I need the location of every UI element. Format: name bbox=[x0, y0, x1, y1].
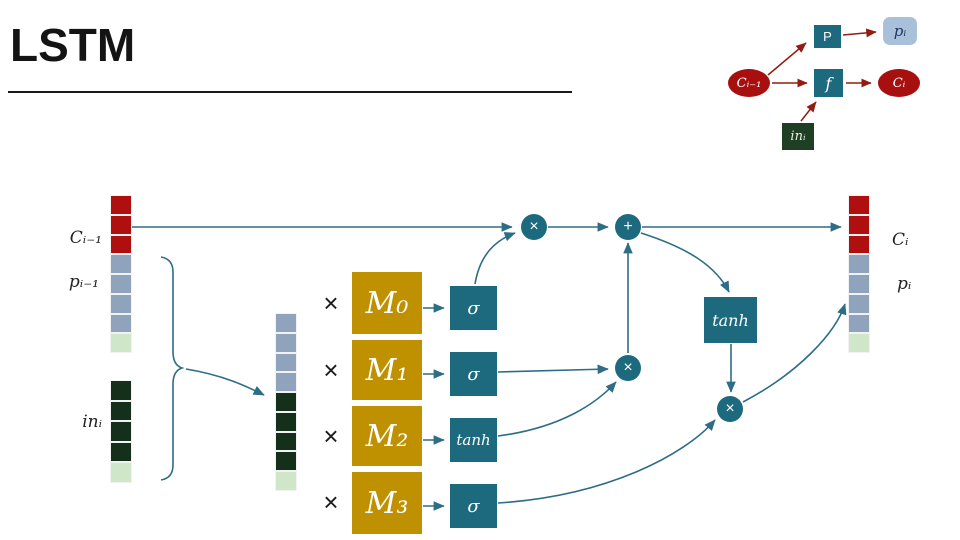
arrow-brace-to-concat bbox=[185, 368, 265, 396]
mini-cprev-label: Cᵢ₋₁ bbox=[736, 75, 762, 91]
memory-cell bbox=[848, 195, 870, 215]
memory-cell bbox=[848, 313, 870, 334]
weight-m2-box: M₂ bbox=[352, 406, 422, 466]
activation-tanh2-box: tanh bbox=[450, 418, 497, 462]
stack-right-state bbox=[848, 195, 870, 353]
arrow-sigma0-to-mul1 bbox=[474, 232, 516, 285]
mini-cnext-label: Cᵢ bbox=[892, 75, 906, 91]
mini-cprev-node: Cᵢ₋₁ bbox=[728, 69, 770, 97]
op-multiply-circle-output: × bbox=[717, 396, 743, 422]
activation-sigma0-box: σ bbox=[450, 286, 497, 330]
mini-arrow-cprev-to-p bbox=[767, 42, 807, 76]
page-title: LSTM bbox=[10, 19, 136, 71]
memory-cell bbox=[275, 332, 297, 353]
weight-m1-box: M₁ bbox=[352, 340, 422, 400]
op-multiply-label-input: × bbox=[623, 359, 633, 376]
brace-concat bbox=[160, 256, 185, 481]
label-p-prev: pᵢ₋₁ bbox=[68, 272, 99, 292]
memory-cell bbox=[110, 214, 132, 235]
memory-cell bbox=[275, 372, 297, 393]
mini-p-box: P bbox=[814, 25, 841, 48]
memory-cell bbox=[275, 431, 297, 452]
label-c-prev: Cᵢ₋₁ bbox=[69, 228, 102, 248]
op-add-label: + bbox=[623, 218, 633, 235]
weight-m0-label: M₀ bbox=[365, 285, 409, 321]
memory-cell bbox=[848, 214, 870, 235]
memory-cell bbox=[110, 333, 132, 353]
weight-m3-label: M₃ bbox=[365, 485, 409, 521]
weight-m1-label: M₁ bbox=[365, 352, 409, 388]
memory-cell bbox=[275, 451, 297, 472]
tanh-output-box: tanh bbox=[704, 297, 757, 343]
arrow-sigma1-to-mul2 bbox=[497, 364, 609, 375]
op-multiply-label-forget: × bbox=[529, 218, 539, 235]
activation-sigma0-label: σ bbox=[467, 297, 480, 319]
memory-cell bbox=[110, 441, 132, 463]
label-in: inᵢ bbox=[82, 412, 102, 432]
activation-sigma1-label: σ bbox=[467, 363, 480, 385]
weight-m2-label: M₂ bbox=[365, 418, 409, 454]
op-multiply-circle-input: × bbox=[615, 355, 641, 381]
mini-pi-box: pᵢ bbox=[883, 17, 917, 45]
memory-cell bbox=[110, 293, 132, 314]
memory-cell bbox=[110, 274, 132, 294]
mini-f-label: f bbox=[825, 73, 832, 93]
memory-cell bbox=[110, 462, 132, 483]
stack-left-input bbox=[110, 380, 132, 483]
memory-cell bbox=[848, 274, 870, 294]
stack-left-state bbox=[110, 195, 132, 353]
memory-cell bbox=[110, 400, 132, 422]
memory-cell bbox=[110, 254, 132, 274]
memory-cell bbox=[110, 195, 132, 215]
times-sign-3: × bbox=[323, 487, 339, 517]
mini-p-label: P bbox=[823, 29, 832, 44]
label-p-next: pᵢ bbox=[897, 274, 912, 294]
activation-sigma3-label: σ bbox=[467, 495, 480, 517]
memory-cell bbox=[110, 421, 132, 442]
memory-cell bbox=[848, 254, 870, 274]
memory-cell bbox=[275, 392, 297, 412]
weight-m3-box: M₃ bbox=[352, 472, 422, 534]
mini-in-label: inᵢ bbox=[790, 129, 806, 144]
times-sign-0: × bbox=[323, 288, 339, 318]
tanh-output-label: tanh bbox=[712, 310, 749, 330]
op-add-circle: + bbox=[615, 214, 641, 240]
label-c-next: Cᵢ bbox=[892, 230, 909, 250]
arrow-tanh2-to-mul2 bbox=[497, 381, 617, 437]
mini-in-box: inᵢ bbox=[782, 123, 814, 150]
activation-tanh2-label: tanh bbox=[456, 431, 491, 449]
op-multiply-circle-forget: × bbox=[521, 214, 547, 240]
memory-cell bbox=[275, 471, 297, 492]
mini-arrow-in-to-f bbox=[800, 101, 817, 122]
activation-sigma3-box: σ bbox=[450, 484, 497, 528]
memory-cell bbox=[275, 411, 297, 432]
mini-f-box: f bbox=[814, 69, 843, 97]
mini-cnext-node: Cᵢ bbox=[878, 69, 920, 97]
title-underline bbox=[8, 91, 572, 93]
activation-sigma1-box: σ bbox=[450, 352, 497, 396]
memory-cell bbox=[848, 293, 870, 314]
memory-cell bbox=[275, 313, 297, 333]
times-sign-1: × bbox=[323, 355, 339, 385]
weight-m0-box: M₀ bbox=[352, 272, 422, 334]
arrow-sigma3-to-mul3 bbox=[497, 419, 716, 504]
mini-pi-label: pᵢ bbox=[893, 22, 907, 40]
arrow-add-to-tanhbox bbox=[640, 232, 730, 293]
stack-concat bbox=[275, 313, 297, 492]
times-sign-2: × bbox=[323, 421, 339, 451]
op-multiply-label-output: × bbox=[725, 400, 735, 417]
arrow-mul3-to-pnext bbox=[742, 303, 847, 403]
memory-cell bbox=[848, 234, 870, 255]
memory-cell bbox=[110, 380, 132, 401]
memory-cell bbox=[275, 352, 297, 373]
mini-arrow-p-to-pi bbox=[842, 28, 877, 38]
memory-cell bbox=[110, 234, 132, 255]
memory-cell bbox=[110, 313, 132, 334]
memory-cell bbox=[848, 333, 870, 353]
